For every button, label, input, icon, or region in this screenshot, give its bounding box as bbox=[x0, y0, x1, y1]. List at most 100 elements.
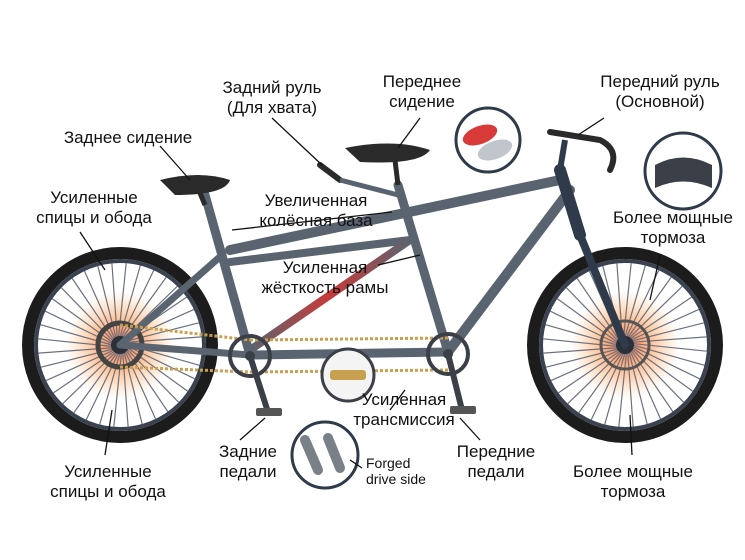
label-brakes-top-line-2: тормоза bbox=[640, 228, 706, 247]
label-front-handlebar-line-2: (Основной) bbox=[615, 92, 705, 111]
label-frame-rigidity-line-2: жёсткость рамы bbox=[261, 278, 389, 297]
spoke bbox=[631, 322, 705, 342]
spoke bbox=[567, 351, 622, 405]
seats bbox=[160, 143, 430, 206]
label-brakes-bottom-line-1: Более мощные bbox=[573, 462, 693, 481]
tube-section-inset bbox=[454, 106, 522, 174]
brake-inset bbox=[643, 131, 723, 211]
spoke bbox=[618, 352, 627, 427]
label-front-seat-line-2: сидение bbox=[389, 92, 455, 111]
spoke bbox=[623, 263, 632, 338]
front-tire bbox=[527, 247, 723, 443]
label-spokes-top-line-2: спицы и обода bbox=[36, 208, 152, 227]
label-brakes-top: Более мощные тормоза bbox=[606, 208, 740, 248]
rear-seat-tube bbox=[200, 190, 255, 360]
spoke bbox=[628, 351, 648, 425]
top-tube bbox=[225, 175, 565, 255]
spoke bbox=[624, 265, 646, 338]
label-rear-handlebar-line-2: (Для хвата) bbox=[226, 98, 318, 117]
rear-wheel bbox=[22, 247, 218, 443]
spoke bbox=[632, 345, 700, 380]
spoke bbox=[632, 336, 707, 343]
front-seat-tube bbox=[393, 180, 453, 357]
spoke bbox=[576, 278, 620, 341]
rear-rim bbox=[34, 259, 206, 431]
leader-lines bbox=[79, 117, 661, 469]
label-spokes-bottom-line-2: спицы и обода bbox=[50, 482, 166, 501]
front-spokes bbox=[543, 263, 707, 427]
label-forged: Forged drive side bbox=[366, 455, 446, 487]
label-forged-line-2: drive side bbox=[366, 471, 426, 487]
label-rear-pedals: Задние педали bbox=[208, 442, 288, 482]
label-brakes-bottom: Более мощные тормоза bbox=[566, 462, 700, 502]
label-front-seat-line-1: Переднее bbox=[382, 72, 462, 91]
spoke bbox=[632, 343, 707, 352]
spoke bbox=[632, 344, 705, 366]
spoke bbox=[629, 296, 692, 340]
rear-pedal bbox=[256, 408, 282, 416]
spoke bbox=[545, 348, 619, 368]
spoke bbox=[545, 324, 618, 346]
spoke bbox=[578, 352, 623, 414]
label-rear-pedals-line-1: Задние bbox=[219, 442, 277, 461]
label-spokes-top: Усиленные спицы и обода bbox=[28, 188, 160, 228]
front-chainring bbox=[426, 332, 470, 376]
fork bbox=[576, 231, 629, 349]
spoke bbox=[604, 352, 626, 425]
rear-saddle bbox=[160, 175, 230, 195]
front-brake-disc bbox=[599, 319, 651, 371]
label-front-pedals: Передние педали bbox=[446, 442, 546, 482]
frame bbox=[116, 164, 629, 360]
spoke bbox=[543, 338, 618, 347]
spoke bbox=[630, 349, 674, 412]
label-rear-seat-line-1: Заднее сидение bbox=[63, 128, 193, 147]
label-frame-rigidity: Усиленная жёсткость рамы bbox=[255, 258, 395, 298]
spoke bbox=[590, 352, 625, 420]
spoke bbox=[629, 350, 662, 420]
spoke bbox=[625, 270, 660, 338]
spoke bbox=[616, 263, 623, 338]
rear-handlebar bbox=[317, 162, 399, 198]
head-tube bbox=[554, 164, 586, 241]
label-brakes-bottom-line-2: тормоза bbox=[600, 482, 666, 501]
spoke bbox=[630, 308, 700, 341]
cranks bbox=[247, 351, 465, 415]
spoke bbox=[632, 347, 694, 392]
label-spokes-top-line-1: Усиленные bbox=[50, 188, 138, 207]
down-tube bbox=[443, 185, 575, 357]
front-handlebar bbox=[547, 129, 617, 173]
front-rim bbox=[539, 259, 711, 431]
spoke bbox=[543, 347, 618, 354]
label-wheelbase-line-2: колёсная база bbox=[259, 211, 373, 230]
label-spokes-bottom: Усиленные спицы и обода bbox=[38, 462, 178, 502]
label-front-handlebar-line-1: Передний руль bbox=[600, 72, 720, 91]
label-wheelbase: Увеличенная колёсная база bbox=[250, 191, 382, 231]
label-wheelbase-line-1: Увеличенная bbox=[264, 191, 368, 210]
spoke bbox=[627, 276, 672, 338]
spoke bbox=[550, 349, 620, 382]
rear-chainring bbox=[228, 334, 272, 378]
label-front-seat: Переднее сидение bbox=[372, 72, 472, 112]
label-transmission-line-2: трансмиссия bbox=[353, 410, 455, 429]
chain bbox=[119, 323, 449, 374]
label-transmission: Усиленная трансмиссия bbox=[345, 390, 463, 430]
spoke bbox=[558, 350, 621, 394]
rear-top-tube bbox=[226, 236, 414, 266]
spoke bbox=[627, 352, 634, 427]
label-rear-pedals-line-2: педали bbox=[219, 462, 277, 481]
label-brakes-top-line-1: Более мощные bbox=[613, 208, 733, 227]
diagonal-tube bbox=[246, 236, 414, 354]
label-frame-rigidity-line-1: Усиленная bbox=[282, 258, 368, 277]
spoke bbox=[628, 285, 683, 339]
label-rear-seat: Заднее сидение bbox=[58, 128, 198, 148]
label-forged-line-1: Forged bbox=[366, 455, 411, 471]
rear-tire bbox=[22, 247, 218, 443]
crank-inset bbox=[290, 420, 360, 490]
spoke bbox=[631, 348, 685, 403]
label-front-handlebar: Передний руль (Основной) bbox=[595, 72, 725, 112]
label-front-pedals-line-2: педали bbox=[467, 462, 525, 481]
label-front-pedals-line-1: Передние bbox=[456, 442, 536, 461]
front-saddle bbox=[345, 143, 430, 163]
